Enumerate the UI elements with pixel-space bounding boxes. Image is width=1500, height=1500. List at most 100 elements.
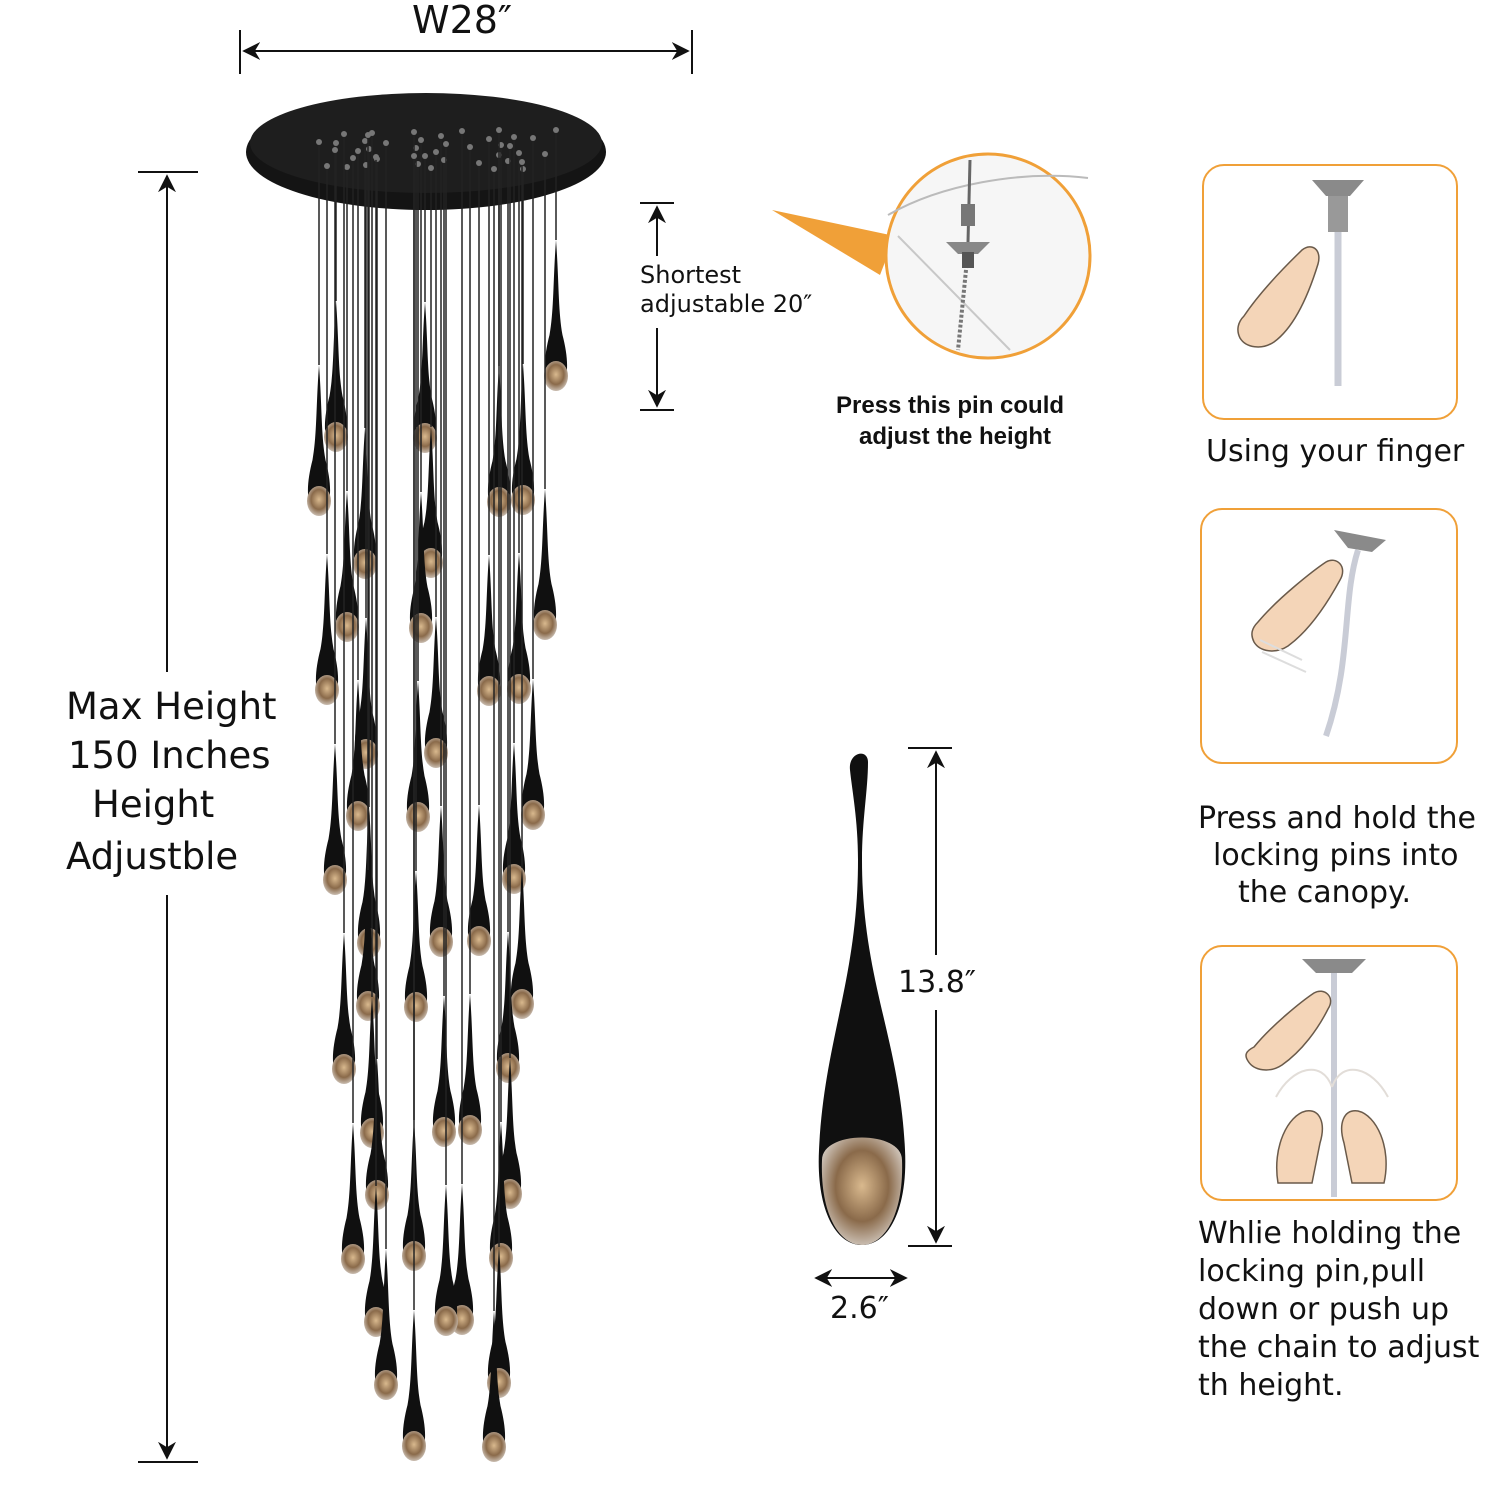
- pendant-glass: [315, 675, 339, 705]
- hand-icon: [1276, 1110, 1324, 1184]
- callout-line-2: adjust the height: [859, 423, 1051, 450]
- pendant-glass: [353, 549, 377, 579]
- canopy-pin: [316, 139, 322, 145]
- callout-line-1: Press this pin could: [836, 392, 1065, 419]
- step-3-line-1: Whlie holding the: [1198, 1216, 1462, 1251]
- step-1-line-1: Using your finger: [1206, 434, 1465, 469]
- canopy-pin: [411, 129, 417, 135]
- pendant-drop: [450, 1184, 474, 1334]
- canopy-pin: [433, 149, 439, 155]
- pendant-drop: [533, 489, 557, 639]
- pendant-drop: [323, 744, 347, 894]
- canopy-pin: [422, 153, 428, 159]
- pendant-glass: [489, 1243, 513, 1273]
- pendant-drop: [307, 365, 331, 515]
- hand-icon: [1340, 1110, 1387, 1184]
- canopy-pin: [467, 144, 473, 150]
- pendant-glass: [356, 991, 380, 1021]
- canopy-pin: [507, 143, 513, 149]
- max-height-dimension: [138, 171, 198, 1463]
- pendant-glass: [365, 1180, 389, 1210]
- canopy-pin: [332, 147, 338, 153]
- pendant-glass: [544, 361, 568, 391]
- pendant-glass: [406, 802, 430, 832]
- pendant-drop: [341, 1123, 365, 1273]
- canopy-pin: [362, 138, 368, 144]
- pendant-drop: [324, 301, 348, 451]
- shortest-dimension: [640, 202, 674, 411]
- canopy-pin: [373, 154, 379, 160]
- pendant-glass: [477, 676, 501, 706]
- canopy-pin: [383, 140, 389, 146]
- pendant-glass: [521, 800, 545, 830]
- pendant-drop: [406, 681, 430, 831]
- pendant-drop: [365, 1059, 389, 1209]
- pendant-drop: [357, 807, 381, 957]
- pendant-glass: [467, 926, 491, 956]
- canopy-pin: [542, 151, 548, 157]
- pendant-glass: [429, 927, 453, 957]
- width-dimension: [239, 30, 693, 74]
- pendant-drops: [307, 127, 568, 1462]
- pendant-glass: [434, 1306, 458, 1336]
- pendant-glass: [332, 1054, 356, 1084]
- pin-callout: [772, 152, 1092, 360]
- step-2-line-1: Press and hold the: [1198, 801, 1476, 836]
- pendant-drop: [489, 1122, 513, 1272]
- max-height-line-2: 150 Inches: [68, 734, 271, 777]
- pendant-drop: [511, 364, 535, 514]
- pendant-drop: [482, 1311, 506, 1461]
- pendant-drop: [356, 870, 380, 1020]
- canopy-pin: [350, 155, 356, 161]
- pendant-glass: [458, 1115, 482, 1145]
- pin-icon: [1334, 530, 1386, 552]
- pendant-glass: [432, 1117, 456, 1147]
- pendant-glass: [496, 1053, 520, 1083]
- pendant-drop: [498, 1058, 522, 1208]
- pendant-drop: [402, 1310, 426, 1460]
- pin-icon: [1302, 959, 1366, 973]
- pendant-drop: [544, 240, 568, 390]
- canopy-pin: [355, 148, 361, 154]
- shortest-line-1: Shortest: [640, 261, 742, 289]
- pendant-drop: [467, 805, 491, 955]
- canopy-pin: [369, 130, 375, 136]
- pendant-glass: [324, 422, 348, 452]
- pendant-glass: [510, 989, 534, 1019]
- pendant-drop: [315, 554, 339, 704]
- canopy-pin: [411, 153, 417, 159]
- max-height-line-3: Height: [92, 783, 215, 826]
- step-3-line-2: locking pin,pull: [1198, 1254, 1426, 1289]
- step-card-3: [1200, 945, 1458, 1201]
- pendant-height-label: 13.8″: [898, 965, 977, 1000]
- pendant-glass: [402, 1431, 426, 1461]
- pendant-glass: [323, 865, 347, 895]
- pendant-drop: [404, 871, 428, 1021]
- pendant-glass: [533, 610, 557, 640]
- pendant-width-label: 2.6″: [830, 1291, 889, 1326]
- step-3-line-4: the chain to adjust: [1198, 1330, 1480, 1365]
- canopy-pin: [324, 163, 330, 169]
- max-height-line-4: Adjustble: [66, 835, 239, 878]
- step-2-line-2: locking pins into: [1213, 838, 1459, 873]
- pendant-glass: [482, 1432, 506, 1462]
- canopy-pin: [486, 136, 492, 142]
- canopy-pin: [476, 160, 482, 166]
- pendant-glass: [424, 738, 448, 768]
- canopy-pin: [530, 135, 536, 141]
- step-card-2: [1200, 508, 1458, 764]
- pendant-glass: [307, 486, 331, 516]
- step-3-line-3: down or push up: [1198, 1292, 1450, 1327]
- finger-icon: [1245, 990, 1332, 1071]
- pin-icon: [946, 242, 990, 254]
- canopy-pin: [511, 134, 517, 140]
- step-3-line-5: th height.: [1198, 1368, 1344, 1403]
- pendant-detail: [814, 747, 952, 1287]
- canopy-pin: [428, 165, 434, 171]
- canopy-pin: [519, 159, 525, 165]
- canopy-pin: [496, 127, 502, 133]
- pendant-glass: [341, 1244, 365, 1274]
- pendant-drop: [510, 868, 534, 1018]
- pendant-drop: [364, 1186, 388, 1336]
